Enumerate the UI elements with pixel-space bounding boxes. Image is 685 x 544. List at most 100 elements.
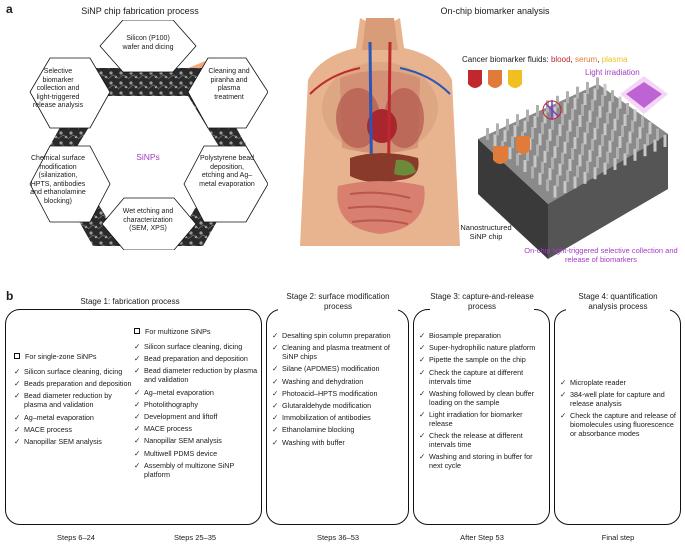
list-item: ✓Silane (APDMES) modification [272, 364, 380, 374]
nanopillar [591, 138, 594, 151]
check-icon: ✓ [134, 448, 141, 458]
fluids-line: Cancer biomarker fluids: blood, serum, p… [462, 55, 628, 64]
check-icon: ✓ [134, 387, 141, 397]
nanopillar [566, 130, 569, 143]
steps-label-stage3: After Step 53 [460, 533, 504, 542]
nanopillar [646, 133, 649, 146]
nanopillar [606, 112, 609, 125]
check-icon: ✓ [560, 378, 567, 387]
check-icon: ✓ [419, 355, 426, 365]
list-item: ✓Light irradiation for biomarker release [419, 409, 523, 428]
nanopillar [633, 148, 637, 161]
nanopillar [508, 147, 512, 160]
nanopillar [556, 135, 559, 148]
list-item: ✓Super-hydrophilic nature platform [419, 343, 536, 353]
list-item: ✓Bead diameter reduction by plasma and v… [134, 366, 258, 385]
stage-4-box [554, 309, 681, 525]
list-item: ✓384-well plate for capture and release … [560, 390, 665, 409]
nanopillar [503, 129, 507, 142]
nanopillar [601, 94, 604, 107]
nanopillar [598, 145, 602, 158]
nanopillar [613, 158, 617, 170]
fabrication-title: SiNP chip fabrication process [81, 6, 199, 16]
nanopillar [523, 120, 527, 133]
list-item: ✓Photolithography [134, 399, 198, 409]
light-irradiation-label: Light irradiation [585, 68, 640, 77]
nanopillar [616, 107, 619, 120]
nanopillar [606, 151, 609, 164]
nanopillar [516, 153, 519, 166]
list-item: ✓Glutaraldehyde modification [272, 400, 372, 410]
nanopillar [536, 105, 539, 117]
nanopillar [648, 122, 652, 135]
list-item: ✓Bead diameter reduction by plasma and v… [14, 391, 112, 410]
hex-step-1-text: Silicon (P100) wafer and dicing [122, 35, 174, 51]
nanopillar [533, 116, 537, 128]
fluids-prefix: Cancer biomarker fluids: [462, 55, 549, 64]
check-icon: ✓ [14, 436, 21, 446]
nanopillar [588, 149, 592, 162]
sample-on-chip-1 [493, 146, 508, 164]
nanopillar [573, 137, 577, 149]
nanopillar [493, 134, 497, 147]
nanopillar [531, 127, 534, 139]
hex-step-6-text: Selective biomarker collection and light… [32, 68, 84, 109]
check-icon: ✓ [134, 460, 141, 470]
nanopillar [541, 161, 544, 174]
nanopillar [626, 103, 629, 115]
serum-droplet [488, 70, 502, 88]
nanopillar [553, 146, 557, 159]
sample-on-chip-2 [516, 136, 530, 154]
hex-step-4-text: Wet etching and characterization (SEM, X… [122, 208, 174, 232]
stage-1-box [5, 309, 262, 525]
nanopillar [593, 167, 597, 180]
nanopillar [563, 141, 567, 154]
nanopillar [638, 126, 642, 139]
nanopillar [538, 133, 542, 146]
nanopillar-array [486, 77, 667, 198]
nanopillar [511, 136, 514, 149]
checkbox-square-icon [134, 328, 140, 334]
hex-step-3-text: Polystyrene bead deposition, etching and… [199, 155, 255, 188]
nanopillar [576, 126, 579, 138]
check-icon: ✓ [560, 411, 567, 421]
check-icon: ✓ [134, 354, 141, 364]
list-item: ✓Check the release at different interval… [419, 431, 523, 450]
check-icon: ✓ [272, 343, 279, 353]
nanopillar [611, 129, 614, 142]
check-icon: ✓ [134, 424, 141, 434]
nanopillar [603, 123, 607, 136]
list-item: ✓Assembly of multizone SiNP platform [134, 460, 235, 479]
stage-3-title: Stage 3: capture-and-release process [430, 292, 534, 312]
list-item: ✓Washing and dehydration [272, 376, 364, 386]
nanopillar [546, 139, 549, 152]
stage-4-list: ✓Microplate reader ✓384-well plate for c… [560, 378, 678, 442]
list-item: ✓Biosample preparation [419, 331, 501, 340]
list-item: ✓Ethanolamine blocking [272, 425, 355, 435]
list-item: ✓Ag–metal evaporation [14, 412, 94, 422]
nanopillar [581, 143, 584, 156]
check-icon: ✓ [14, 424, 21, 434]
nanopillar [576, 165, 579, 178]
biomarker-analysis-title: On-chip biomarker analysis [440, 6, 550, 16]
nanopillar [618, 136, 622, 148]
nanopillar [558, 124, 562, 137]
multizone-header: For multizone SiNPs [134, 327, 258, 336]
nanopillar [583, 171, 587, 184]
nanopillar [486, 128, 489, 140]
steps-label-stage1-single: Steps 6–24 [57, 533, 95, 542]
nanopillar [608, 101, 612, 114]
nanopillar [536, 144, 539, 157]
chip-label: Nanostructured SiNP chip [460, 223, 512, 241]
nanopillar [573, 97, 577, 110]
nanopillar [588, 110, 592, 123]
nanopillar [566, 91, 569, 104]
check-icon: ✓ [419, 331, 426, 340]
nanopillar [586, 160, 589, 173]
nanopillar [603, 162, 607, 175]
check-icon: ✓ [272, 437, 279, 447]
stage-1-title: Stage 1: fabrication process [40, 297, 220, 307]
stage-3-box [413, 309, 550, 525]
nanopillar [591, 99, 594, 112]
nanopillar [543, 111, 547, 124]
